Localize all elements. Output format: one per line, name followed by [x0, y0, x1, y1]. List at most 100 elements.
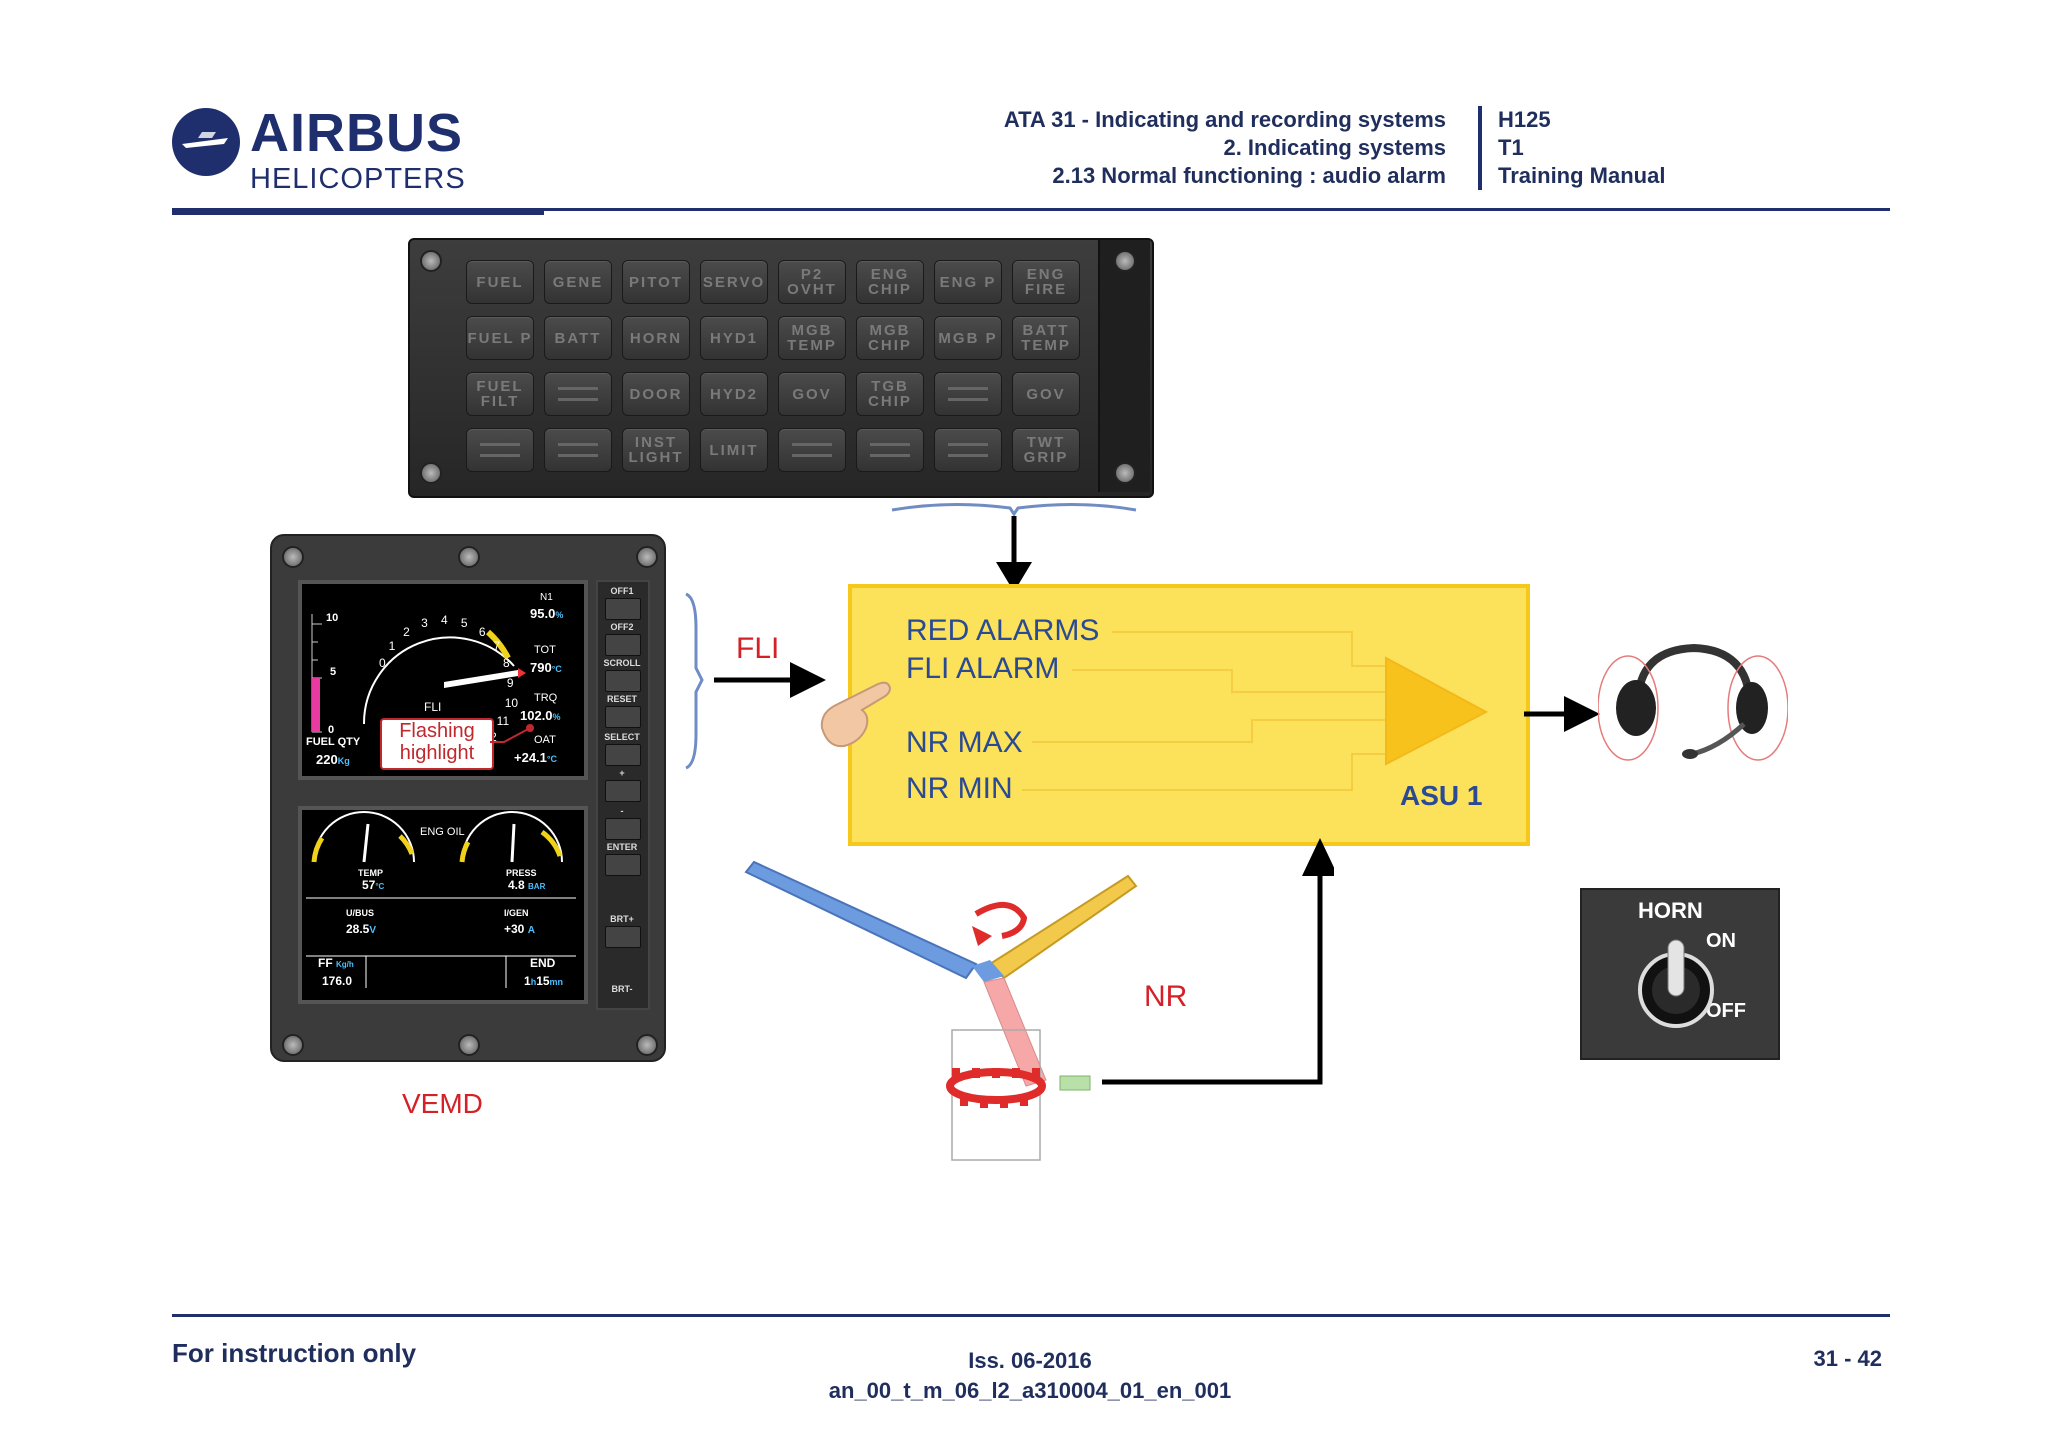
screw-icon [282, 546, 304, 568]
blank-key-dash [792, 443, 832, 457]
warning-key: HORN [622, 316, 690, 360]
ubus-value: 28.5 [346, 922, 370, 936]
warning-key-blank [934, 372, 1002, 416]
ata-title: ATA 31 - Indicating and recording system… [1003, 107, 1446, 132]
vemd-button-label: BRT- [611, 984, 633, 994]
vemd-button[interactable] [605, 670, 641, 692]
aircraft-type: H125 [1498, 107, 1551, 132]
oil-press-unit: BAR [528, 882, 546, 891]
headset-icon [1598, 644, 1788, 761]
fuel-scale-bot: 0 [328, 724, 335, 736]
header-separator [1478, 106, 1482, 190]
fli-signal-label: FLI [736, 632, 780, 665]
fuel-qty-value: 220 [316, 752, 338, 767]
vemd-caption: VEMD [402, 1088, 483, 1119]
header-doc-block: H125 T1 Training Manual [1498, 106, 1665, 190]
igen-group: +30 A [504, 922, 535, 936]
screw-icon [636, 546, 658, 568]
manual-type: Training Manual [1498, 163, 1666, 188]
vemd-button-label: ENTER [606, 842, 638, 852]
horn-on-label: ON [1706, 930, 1736, 952]
vemd-button-label: - [620, 806, 624, 816]
ff-group: FF Kg/h [318, 956, 354, 970]
oil-press-value: 4.8 [508, 878, 525, 892]
screw-icon [458, 546, 480, 568]
igen-value: +30 [504, 922, 525, 936]
warning-key: MGB TEMP [778, 316, 846, 360]
warning-key: TWT GRIP [1012, 428, 1080, 472]
dial-number: 1 [388, 638, 396, 653]
oil-press-group: 4.8 BAR [508, 878, 545, 892]
vemd-button[interactable] [605, 706, 641, 728]
tot-unit: °C [551, 664, 562, 674]
asu-input-fli-alarm: FLI ALARM [906, 652, 1060, 685]
horn-off-label: OFF [1706, 1000, 1746, 1022]
oil-temp-value: 57 [362, 878, 376, 892]
end-label: END [530, 956, 556, 970]
vemd-button-label: OFF2 [610, 622, 634, 632]
warning-key: FUEL P [466, 316, 534, 360]
warning-key: MGB P [934, 316, 1002, 360]
dial-number: 11 [496, 714, 510, 729]
vemd-button[interactable] [605, 744, 641, 766]
blank-key-dash [870, 443, 910, 457]
screw-icon [420, 462, 442, 484]
engine-oil-gauges [306, 811, 576, 988]
warning-key: ENG CHIP [856, 260, 924, 304]
callout-leader [490, 724, 534, 743]
warning-key: HYD2 [700, 372, 768, 416]
footer-page-number: 31 - 42 [1813, 1346, 1883, 1371]
footer-doc-code: an_00_t_m_06_l2_a310004_01_en_001 [828, 1378, 1232, 1403]
end-hours: 1 [524, 974, 531, 988]
oil-press-label: PRESS [506, 868, 537, 878]
warning-key: HYD1 [700, 316, 768, 360]
oat-value: +24.1 [514, 750, 547, 765]
warning-key-blank [544, 372, 612, 416]
airbus-logo-icon [172, 108, 240, 176]
pointing-hand-icon [820, 681, 892, 748]
horn-title: HORN [1638, 898, 1703, 923]
subsection-title: 2.13 Normal functioning : audio alarm [1052, 163, 1446, 188]
end-hours-unit: h [530, 977, 537, 987]
trq-value-group: 102.0% [520, 708, 561, 723]
fuel-qty-label: FUEL QTY [306, 736, 361, 748]
vemd-button[interactable] [605, 780, 641, 802]
asu-input-red-alarms: RED ALARMS [906, 614, 1100, 647]
vemd-button[interactable] [605, 926, 641, 948]
warning-key: GENE [544, 260, 612, 304]
vemd-button[interactable] [605, 598, 641, 620]
vemd-button[interactable] [605, 818, 641, 840]
asu-output-arrow [1524, 696, 1600, 732]
warning-key: BATT TEMP [1012, 316, 1080, 360]
trq-value: 102.0 [520, 708, 553, 723]
horn-toggle-switch[interactable] [1636, 932, 1726, 1032]
training-level: T1 [1498, 135, 1524, 160]
n1-value-group: 95.0% [530, 606, 563, 621]
n1-label: N1 [540, 592, 553, 603]
blank-key-dash [948, 443, 988, 457]
warning-key-blank [856, 428, 924, 472]
n1-value: 95.0 [530, 606, 556, 621]
warning-key: ENG FIRE [1012, 260, 1080, 304]
flashing-highlight-callout: Flashing highlight [380, 718, 494, 770]
oat-label: OAT [534, 734, 556, 746]
vemd-button[interactable] [605, 634, 641, 656]
warning-key: TGB CHIP [856, 372, 924, 416]
screw-icon [420, 250, 442, 272]
dial-number: 7 [493, 638, 501, 653]
dial-number: 4 [441, 613, 448, 627]
dial-number: 3 [421, 616, 428, 631]
fuel-qty-group: 220Kg [316, 752, 350, 767]
igen-unit: A [527, 925, 535, 936]
warning-key: INST LIGHT [622, 428, 690, 472]
ff-label: FF [318, 956, 333, 970]
eng-oil-label: ENG OIL [420, 826, 465, 838]
vemd-lower-screen [298, 806, 588, 1004]
fli-label: FLI [424, 700, 442, 714]
header-chapter-block: ATA 31 - Indicating and recording system… [1004, 106, 1446, 190]
blank-key-dash [948, 387, 988, 401]
vemd-button[interactable] [605, 854, 641, 876]
blank-key-dash [558, 387, 598, 401]
warning-key: BATT [544, 316, 612, 360]
section-title: 2. Indicating systems [1223, 135, 1446, 160]
